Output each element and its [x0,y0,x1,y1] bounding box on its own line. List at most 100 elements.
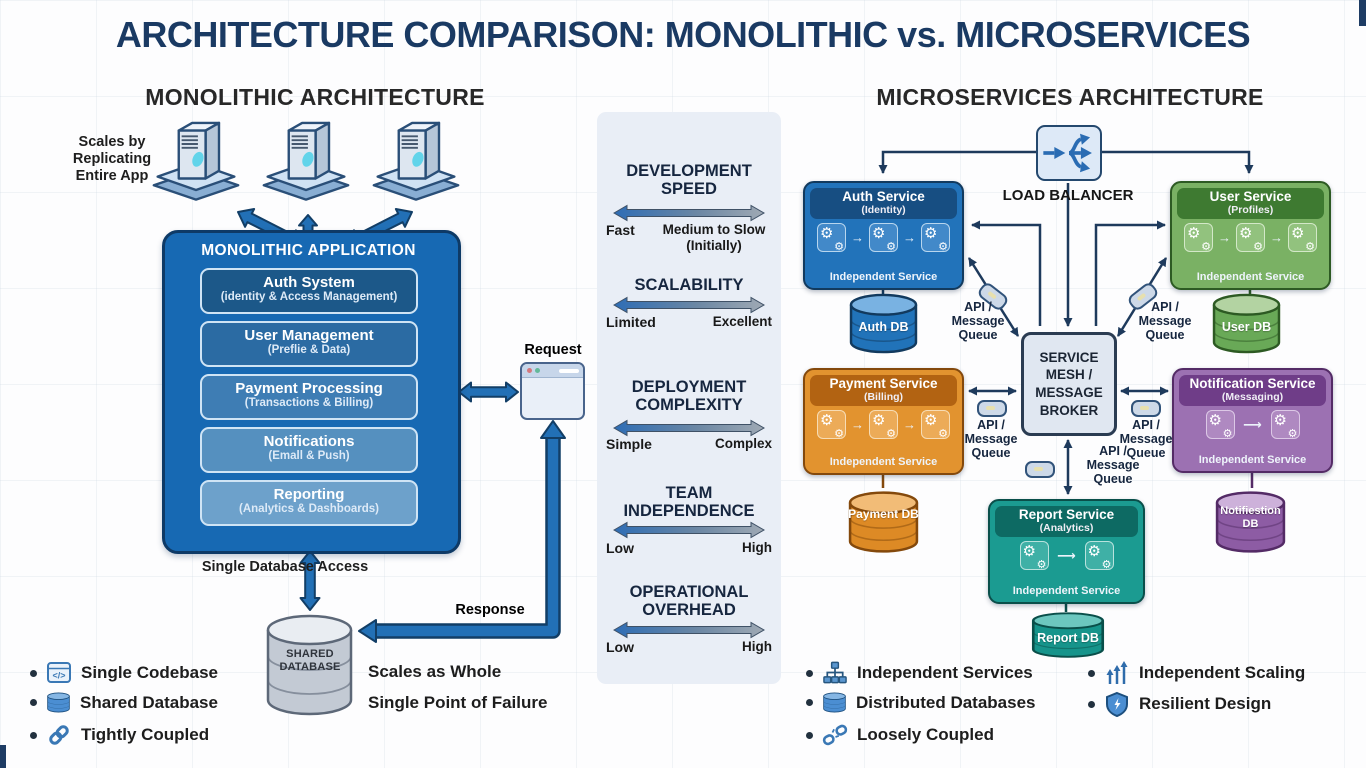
spectrum-arrow [613,204,765,222]
layer-auth-system: Auth System (identity & Access Managemen… [200,268,418,314]
flow-arrow-icon: → [851,417,864,433]
flow-arrow-icon: → [903,417,916,433]
service-name: Report Service [1018,507,1115,522]
gear-icon: ⚙⚙ [1288,223,1317,253]
payment-service-header: Payment Service (Billing) [810,375,957,407]
scaling-arrows-icon [1106,661,1128,684]
bullet-icon [806,669,813,677]
metric-left: Low [606,639,634,655]
api-queue-label: API / Message Queue [1138,300,1192,342]
metric-labels: Limited Excellent [606,314,772,330]
user-db-label: User DB [1221,320,1272,334]
gear-icon: ⚙⚙ [921,223,950,253]
metric-left: Fast [606,222,635,238]
request-label: Request [524,342,582,358]
metric-right: Medium to Slow (Initially) [662,222,766,253]
server-icon [260,118,352,216]
metric-right: High [742,540,772,555]
metric-labels: Simple Complex [606,436,772,452]
legend-label: Loosely Coupled [857,725,994,744]
load-balancer-label: LOAD BALANCER [1002,187,1134,204]
layer-notifications: Notifications (Emall & Push) [200,427,418,473]
monolithic-heading: MONOLITHIC ARCHITECTURE [145,84,485,110]
service-mesh-label: SERVICE MESH / MESSAGE BROKER [1035,349,1103,418]
edge-artifact [0,745,6,768]
layer-detail: (Analytics & Dashboards) [239,503,379,516]
legend-label: Resilient Design [1139,694,1272,713]
legend-label: Distributed Databases [856,692,1036,712]
gear-icon: ⚙⚙ [1236,223,1265,253]
independent-service-label: Independent Service [1198,454,1307,466]
auth-db-label: Auth DB [858,320,909,334]
api-queue-label: API / Message Queue [1086,444,1140,486]
metric-left: Simple [606,436,652,452]
report-service-header: Report Service (Analytics) [995,506,1138,538]
message-queue-icon [977,400,1007,417]
gear-icon: ⚙⚙ [817,410,846,440]
layer-detail: (identity & Access Management) [220,291,398,304]
legend-label: Independent Scaling [1139,663,1306,682]
metric-right: Complex [714,436,772,451]
db-access-label: Single Database Access [201,559,369,575]
notification-service-header: Notification Service (Messaging) [1179,375,1326,407]
metric-labels: Low High [606,540,772,556]
api-queue-label: API / Message Queue [964,418,1018,460]
service-detail: (Profiles) [1227,203,1274,216]
layer-detail: (Emall & Push) [268,450,350,463]
legend-item-independent-services: Independent Services [806,660,1033,686]
flow-arrow-icon: → [851,230,864,246]
legend-item-single-codebase: </> Single Codebase [30,660,218,686]
spectrum-arrow [613,419,765,437]
legend-item-independent-scaling: Independent Scaling [1088,660,1305,686]
gear-icon: ⚙⚙ [869,410,898,440]
flow-arrow-icon: → [903,230,916,246]
edge-artifact [1359,0,1366,26]
response-label: Response [455,602,525,618]
gear-icon: ⚙⚙ [1019,541,1049,571]
service-instances: ⚙⚙ ⟶ ⚙⚙ [990,541,1143,571]
service-instances: ⚙⚙ → ⚙⚙ → ⚙⚙ [805,410,962,440]
response-arrow [358,420,566,643]
microservice-connectors [878,150,1254,495]
metric-labels: Low High [606,639,772,655]
flow-arrow-icon: → [1218,230,1231,246]
gear-icon: ⚙⚙ [1270,410,1300,440]
message-queue-icon [1131,400,1161,417]
gear-icon: ⚙⚙ [817,223,846,253]
legend-item-distributed-databases: Distributed Databases [806,691,1036,714]
database-icon [822,691,847,714]
legend-item-shared-database: Shared Database [30,691,218,714]
broken-chain-icon [822,724,848,746]
service-detail: (Identity) [861,203,906,216]
metric-left: Limited [606,314,656,330]
legend-label: Independent Services [857,663,1033,682]
report-db-label: Report DB [1037,631,1099,645]
service-name: Payment Service [829,376,938,391]
flow-arrow-icon: ⟶ [1057,547,1076,563]
request-arrow [458,381,519,403]
api-queue-label: API / Message Queue [1119,418,1173,460]
shared-database-label: SHARED DATABASE [279,648,341,674]
db-stubs [881,290,1254,612]
scales-note: Scales by Replicating Entire App [72,134,152,185]
independent-service-label: Independent Service [829,271,938,283]
shared-database-icon [266,614,353,716]
layer-name: Notifications [263,433,355,450]
user-service-card: User Service (Profiles) ⚙⚙ → ⚙⚙ → ⚙⚙ Ind… [1170,181,1331,290]
gear-icon: ⚙⚙ [921,410,950,440]
service-instances: ⚙⚙ → ⚙⚙ → ⚙⚙ [1172,223,1329,253]
auth-service-header: Auth Service (Identity) [810,188,957,220]
metric-title: DEVELOPMENT SPEED [626,162,752,199]
bullet-icon [30,699,37,706]
spectrum-arrow [613,521,765,539]
notification-service-card: Notification Service (Messaging) ⚙⚙ ⟶ ⚙⚙… [1172,368,1333,473]
service-name: User Service [1209,189,1292,204]
monolithic-app-title: MONOLITHIC APPLICATION [201,242,416,259]
bullet-icon [1088,700,1095,708]
legend-item-resilient-design: Resilient Design [1088,691,1271,717]
metric-left: Low [606,540,634,556]
bullet-icon [806,699,813,706]
user-service-header: User Service (Profiles) [1177,188,1324,220]
spectrum-arrow [613,621,765,639]
